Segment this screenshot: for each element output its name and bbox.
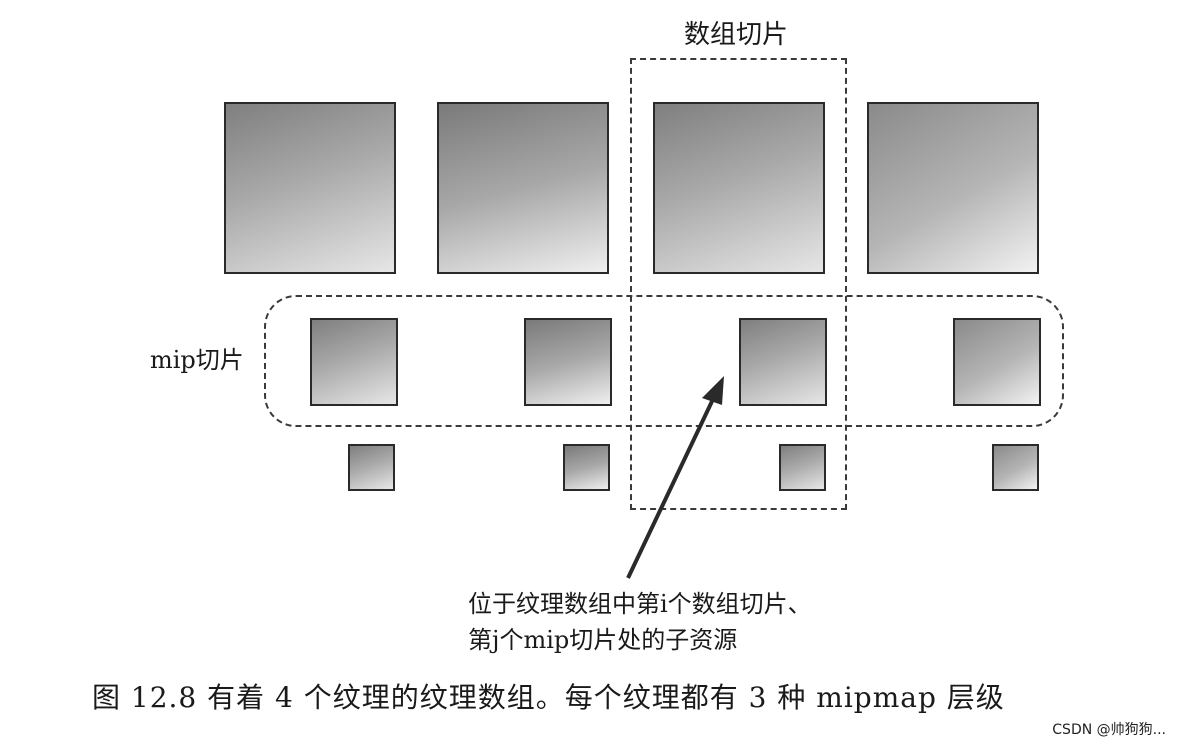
array-slice-label: 数组切片 bbox=[684, 20, 789, 50]
texture-2-mip-0 bbox=[437, 102, 609, 274]
callout-line-1: 位于纹理数组中第i个数组切片、 bbox=[468, 590, 812, 618]
figure-caption: 图 12.8 有着 4 个纹理的纹理数组。每个纹理都有 3 种 mipmap 层… bbox=[92, 681, 1005, 714]
texture-3-mip-1 bbox=[739, 318, 827, 406]
texture-4-mip-0 bbox=[867, 102, 1039, 274]
callout-line-2: 第j个mip切片处的子资源 bbox=[468, 626, 738, 654]
texture-2-mip-1 bbox=[524, 318, 612, 406]
texture-3-mip-2 bbox=[779, 444, 826, 491]
texture-1-mip-2 bbox=[348, 444, 395, 491]
texture-4-mip-2 bbox=[992, 444, 1039, 491]
texture-2-mip-2 bbox=[563, 444, 610, 491]
subresource-callout: 位于纹理数组中第i个数组切片、 第j个mip切片处的子资源 bbox=[468, 586, 812, 658]
mip-slice-label: mip切片 bbox=[150, 346, 244, 374]
texture-4-mip-1 bbox=[953, 318, 1041, 406]
watermark: CSDN @帅狗狗... bbox=[1052, 722, 1166, 738]
texture-3-mip-0 bbox=[653, 102, 825, 274]
array-slice-outline bbox=[630, 58, 847, 510]
texture-1-mip-1 bbox=[310, 318, 398, 406]
texture-1-mip-0 bbox=[224, 102, 396, 274]
mip-slice-outline bbox=[264, 295, 1064, 427]
